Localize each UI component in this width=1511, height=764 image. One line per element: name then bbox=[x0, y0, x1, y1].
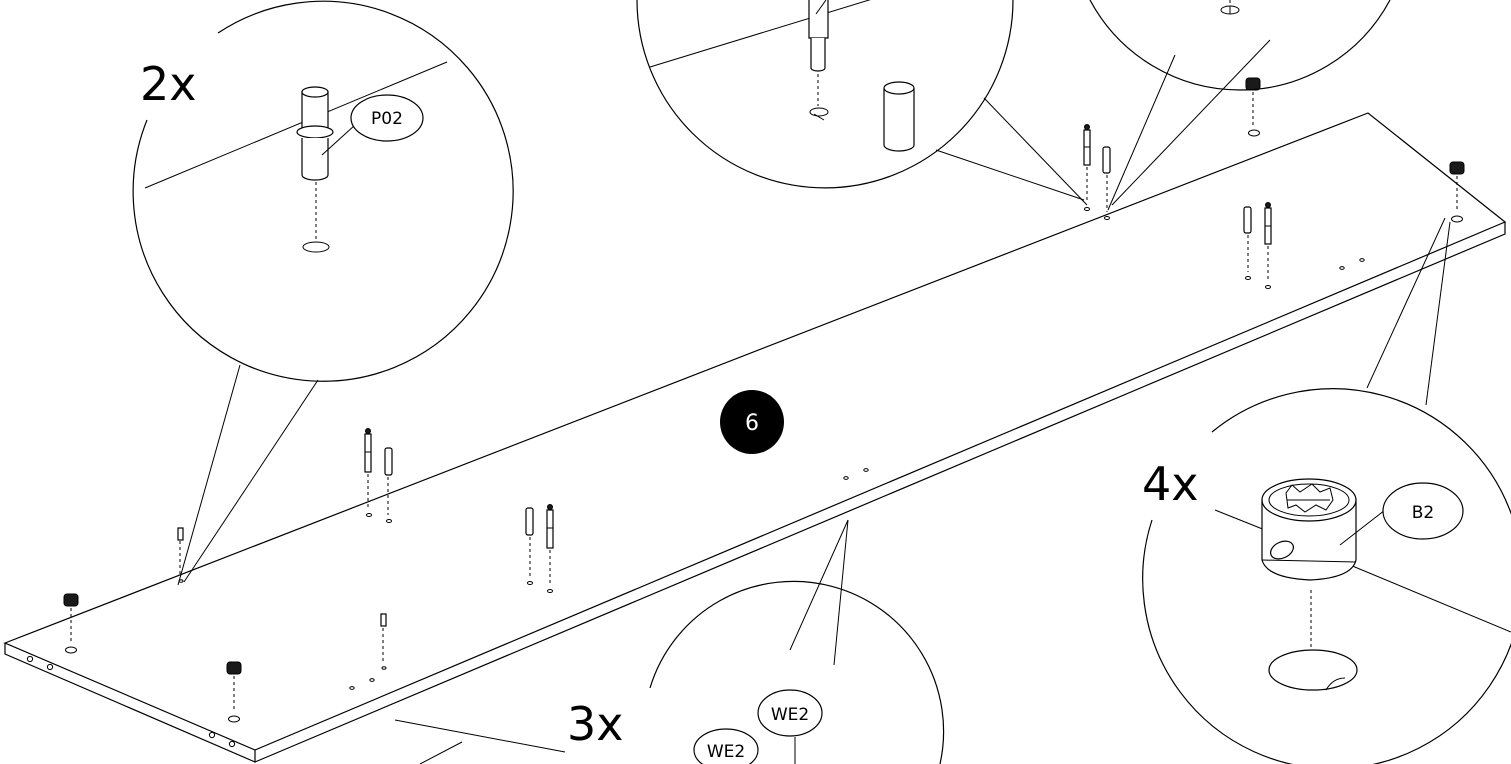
cam-lock-small bbox=[63, 593, 79, 654]
dowel-small bbox=[384, 447, 393, 523]
connector-bolt-small bbox=[364, 428, 372, 517]
step-number-badge: 6 bbox=[720, 390, 784, 454]
part-code: P02 bbox=[371, 109, 403, 129]
panel-board bbox=[3, 112, 1507, 763]
cam-lock-small bbox=[1449, 161, 1465, 223]
part-label-bubble: P02 bbox=[350, 94, 424, 142]
part-code: B2 bbox=[1412, 503, 1434, 523]
step-number: 6 bbox=[745, 411, 759, 436]
dowel-small bbox=[1102, 146, 1111, 220]
cam-lock-part-illustration bbox=[1261, 478, 1386, 581]
connector-bolt-small bbox=[1264, 202, 1272, 289]
part-code: WE2 bbox=[771, 705, 809, 725]
callout-dowel-p02: 2x P02 bbox=[132, 0, 514, 586]
callout-cam-detail-partial bbox=[1089, 0, 1391, 211]
connector-bolt-small bbox=[1083, 124, 1091, 211]
dowel-part-illustration bbox=[296, 86, 356, 253]
cam-lock-small bbox=[1245, 77, 1261, 137]
quantity-label: 4x bbox=[1142, 457, 1199, 511]
quantity-label: 3x bbox=[567, 697, 624, 751]
dowel-small bbox=[1243, 206, 1252, 280]
part-label-bubble: WE2 bbox=[693, 728, 759, 764]
part-label-bubble: B2 bbox=[1382, 482, 1464, 540]
part-code: WE2 bbox=[707, 742, 745, 762]
part-label-bubble: WE2 bbox=[757, 689, 823, 737]
dowel-small bbox=[525, 507, 534, 585]
connector-bolt-small bbox=[380, 613, 387, 670]
cam-lock-small bbox=[226, 661, 242, 723]
callout-connector-detail bbox=[636, 0, 1088, 206]
quantity-label: 2x bbox=[140, 57, 197, 111]
connector-bolt-small bbox=[546, 504, 554, 593]
callout-cam-lock-b2: 4x B2 bbox=[1142, 217, 1511, 764]
callout-wooden-dowel-we2: 3x WE2 WE2 bbox=[394, 519, 945, 764]
